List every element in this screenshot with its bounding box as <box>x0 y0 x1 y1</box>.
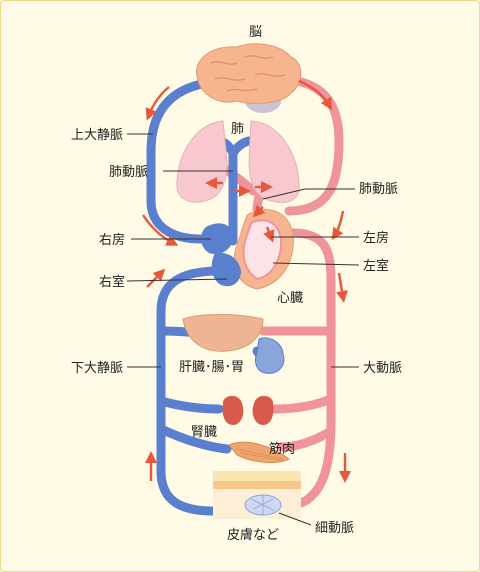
label-kidney: 腎臓 <box>191 425 217 440</box>
label-skin: 皮膚など <box>227 527 279 543</box>
kidneys-illustration <box>222 395 274 425</box>
label-arteriole: 細動脈 <box>315 521 354 536</box>
flow-arrow <box>298 79 333 111</box>
label-superior-vena-cava: 上大静脈 <box>71 128 123 143</box>
label-right-ventricle: 右室 <box>99 274 125 290</box>
flow-arrow <box>142 214 179 246</box>
label-aorta: 大動脈 <box>363 361 402 376</box>
liver-stomach-illustration <box>182 314 285 374</box>
brain-illustration <box>196 43 302 113</box>
label-muscle: 筋肉 <box>269 441 295 457</box>
label-pulmonary-vein: 肺動脈 <box>359 182 398 197</box>
muscle-illustration <box>228 441 290 463</box>
flow-arrow <box>252 204 266 218</box>
flow-arrow <box>145 86 170 121</box>
label-lung: 肺 <box>231 122 244 137</box>
label-left-ventricle: 左室 <box>363 258 389 274</box>
label-brain: 脳 <box>249 25 262 40</box>
skin-illustration <box>213 471 301 519</box>
label-pulmonary-artery: 肺動脈 <box>109 165 148 180</box>
flow-arrow <box>331 210 345 240</box>
label-right-atrium: 右房 <box>99 232 125 248</box>
flow-arrows <box>142 79 351 483</box>
label-heart: 心臓 <box>277 291 303 306</box>
label-organs: 肝臓･腸･胃 <box>179 360 244 375</box>
label-inferior-vena-cava: 下大静脈 <box>71 361 123 376</box>
leader-lines <box>126 133 360 526</box>
flow-arrow <box>263 226 275 243</box>
heart-illustration <box>201 209 294 290</box>
label-left-atrium: 左房 <box>363 230 389 246</box>
flow-arrow <box>336 272 348 303</box>
